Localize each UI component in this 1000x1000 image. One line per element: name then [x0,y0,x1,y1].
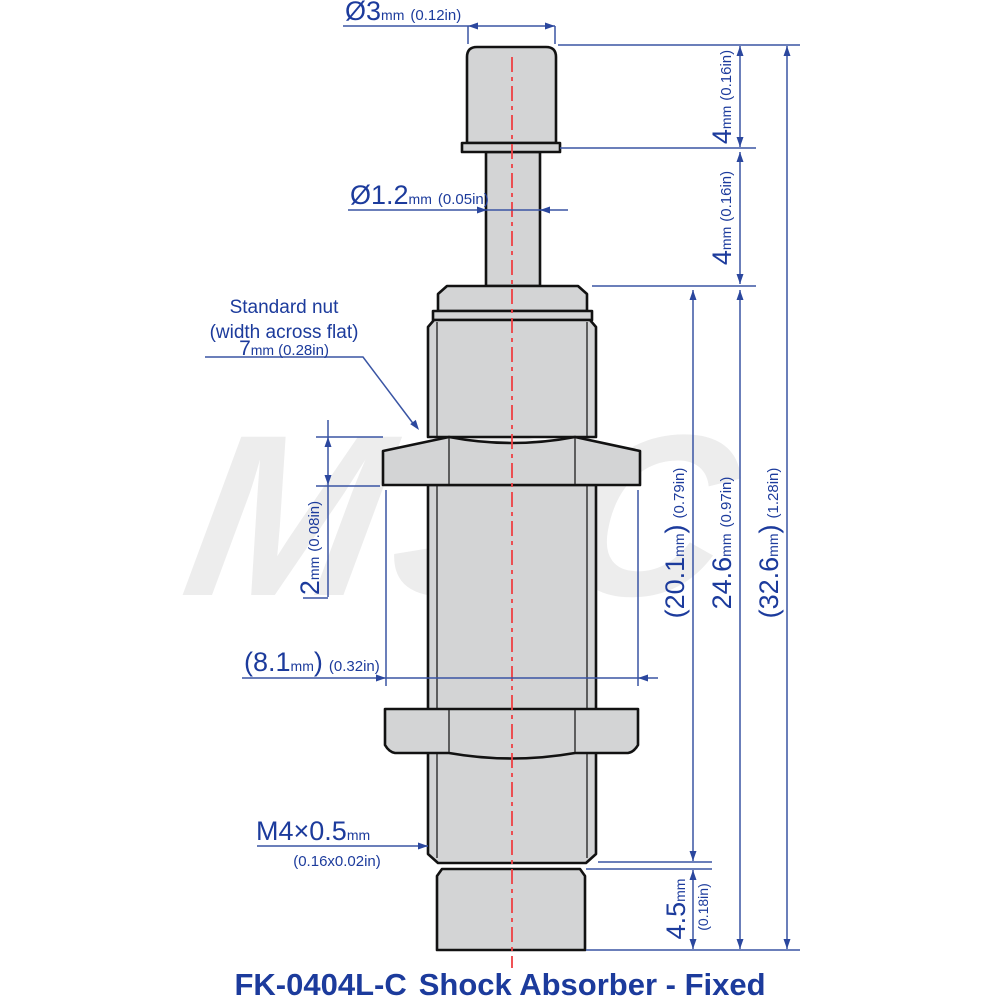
upper-hex-nut-facets [448,438,576,484]
thread-inch-label: (0.16x0.02in) [293,853,381,870]
base-length-label: 4.5mm [661,879,691,940]
rod-diameter-label: Ø1.2mm(0.05in) [350,180,489,210]
lower-body-thread-lines [436,751,588,858]
dim-body-length: (20.1mm)(0.79in) [660,290,697,861]
dim-nut-height: 2mm(0.08in) [295,420,383,599]
thread-label: M4×0.5mm [256,816,370,846]
nut-note-line1: Standard nut [230,297,340,318]
body-length-label: (20.1mm)(0.79in) [660,468,690,619]
upper-body-thread-lines [436,322,588,436]
dim-thread: M4×0.5mm (0.16x0.02in) [256,816,428,870]
upper-hex-nut [381,435,642,487]
dim-mount-length: 24.6mm(0.97in) [707,290,744,949]
collar-ring [431,309,594,322]
lower-hex-nut-facets [448,710,576,752]
mid-body-thread-lines [436,486,588,711]
dim-rod-diameter: Ø1.2mm(0.05in) [348,180,568,214]
dim-overall-length: (32.6mm)(1.28in) [754,46,791,949]
dim-hex-width: (8.1mm)(0.32in) [242,490,658,686]
piston-rod [484,150,542,288]
extension-lines-right [558,44,800,951]
top-diameter-label: Ø3mm(0.12in) [345,0,461,26]
part-description: Shock Absorber - Fixed [419,967,766,1000]
dim-top-diameter: Ø3mm(0.12in) [343,0,556,44]
dim-cap-length: 4mm(0.16in) [707,46,744,147]
rod-length-label: 4mm(0.16in) [707,171,737,265]
dim-nut-note: Standard nut (width across flat) 7mm(0.2… [205,297,419,430]
part-number: FK-0404L-C [234,967,406,1000]
drawing-title: FK-0404L-C Shock Absorber - Fixed [234,967,765,1000]
dim-base-length: 4.5mm (0.18in) [661,870,711,949]
top-cap-band [460,141,562,154]
overall-length-label: (32.6mm)(1.28in) [754,468,784,619]
mount-length-label: 24.6mm(0.97in) [707,477,737,610]
nut-note-value: 7mm(0.28in) [239,337,329,360]
base-length-inch-label: (0.18in) [695,883,711,930]
cap-length-label: 4mm(0.16in) [707,50,737,144]
bottom-cap [435,867,587,952]
hex-width-label: (8.1mm)(0.32in) [244,647,380,677]
dim-rod-length: 4mm(0.16in) [707,152,744,284]
nut-note-line2: (width across flat) [210,322,359,343]
nut-height-label: 2mm(0.08in) [295,501,325,595]
